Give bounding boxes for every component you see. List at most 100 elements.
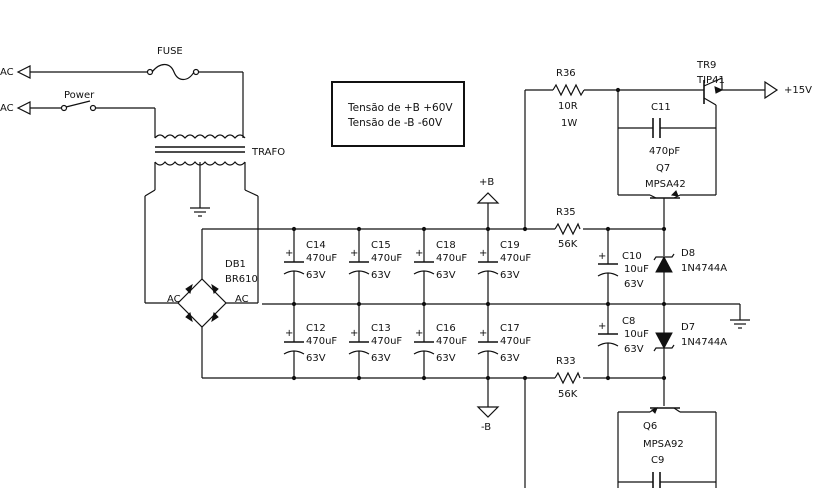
c8-ref: C8 <box>622 316 635 327</box>
q6-part: MPSA92 <box>643 439 684 450</box>
plus-b-terminal: +B <box>476 177 500 232</box>
capacitor-c12: + C12 470uF 63V <box>283 304 337 381</box>
svg-text:+: + <box>415 328 423 339</box>
note-line-2: Tensão de -B -60V <box>347 117 443 129</box>
c15-ref: C15 <box>371 240 391 251</box>
svg-text:+: + <box>598 321 606 332</box>
q7-ref: Q7 <box>656 163 670 174</box>
resistor-r36: R36 10R 1W <box>522 68 700 232</box>
capacitor-c14: + C14 470uF 63V <box>283 226 337 307</box>
capacitor-c9: C9 <box>618 455 716 488</box>
svg-text:+: + <box>415 248 423 259</box>
tr9-ref: TR9 <box>696 60 716 71</box>
svg-text:+: + <box>285 328 293 339</box>
note-line-1: Tensão de +B +60V <box>347 102 453 114</box>
c19-ref: C19 <box>500 240 520 251</box>
c13-voltage: 63V <box>371 353 391 364</box>
c12-voltage: 63V <box>306 353 326 364</box>
minus-b-terminal: -B <box>476 375 500 433</box>
transistor-q7: Q7 MPSA42 <box>617 128 717 229</box>
c16-ref: C16 <box>436 323 456 334</box>
capacitor-c16: + C16 470uF 63V <box>413 304 467 381</box>
svg-text:+: + <box>350 248 358 259</box>
capacitor-c18: + C18 470uF 63V <box>413 226 467 307</box>
ground-rail <box>262 303 750 329</box>
capacitor-c13: + C13 470uF 63V <box>348 304 402 381</box>
transistor-tr9: TR9 TIP41 <box>696 60 765 128</box>
fuse: FUSE <box>146 46 244 138</box>
c19-value: 470uF <box>500 253 531 264</box>
capacitor-c19: + C19 470uF 63V <box>477 229 531 307</box>
r36-ref: R36 <box>556 68 576 79</box>
c18-voltage: 63V <box>436 270 456 281</box>
c15-voltage: 63V <box>371 270 391 281</box>
capacitor-c8: + C8 10uF 63V <box>597 304 649 381</box>
transistor-q6: Q6 MPSA92 <box>524 378 717 488</box>
c9-ref: C9 <box>651 455 664 466</box>
transformer: TRAFO <box>144 134 285 304</box>
plus-b-label: +B <box>479 177 494 188</box>
r36-power: 1W <box>561 118 577 129</box>
c10-value: 10uF <box>624 264 649 275</box>
c12-value: 470uF <box>306 336 337 347</box>
d7-ref: D7 <box>681 322 695 333</box>
q7-part: MPSA42 <box>645 179 686 190</box>
c14-value: 470uF <box>306 253 337 264</box>
c16-voltage: 63V <box>436 353 456 364</box>
c17-ref: C17 <box>500 323 520 334</box>
capacitor-c11: C11 470pF <box>617 90 716 157</box>
c10-voltage: 63V <box>624 279 644 290</box>
svg-text:+: + <box>479 328 487 339</box>
q6-ref: Q6 <box>643 421 657 432</box>
svg-text:+: + <box>598 251 606 262</box>
r33-ref: R33 <box>556 356 576 367</box>
svg-text:+: + <box>479 248 487 259</box>
c17-voltage: 63V <box>500 353 520 364</box>
c14-ref: C14 <box>306 240 326 251</box>
minus-b-label: -B <box>481 422 491 433</box>
d8-ref: D8 <box>681 248 695 259</box>
c12-ref: C12 <box>306 323 326 334</box>
c18-ref: C18 <box>436 240 456 251</box>
r36-value: 10R <box>558 101 578 112</box>
transformer-label: TRAFO <box>251 147 285 158</box>
c18-value: 470uF <box>436 253 467 264</box>
svg-text:+: + <box>350 328 358 339</box>
c16-value: 470uF <box>436 336 467 347</box>
bridge-ac-left: AC <box>167 294 181 305</box>
d7-part: 1N4744A <box>681 337 727 348</box>
voltage-note-box: Tensão de +B +60V Tensão de -B -60V <box>331 81 465 147</box>
c13-value: 470uF <box>371 336 402 347</box>
switch-label: Power <box>64 90 95 101</box>
bridge-ref: DB1 <box>225 259 246 270</box>
power-switch: Power <box>60 90 156 138</box>
r35-value: 56K <box>558 239 578 250</box>
d8-part: 1N4744A <box>681 263 727 274</box>
c10-ref: C10 <box>622 251 642 262</box>
ac-top-label: AC <box>0 67 14 78</box>
c11-value: 470pF <box>649 146 680 157</box>
c8-value: 10uF <box>624 329 649 340</box>
r33-value: 56K <box>558 389 578 400</box>
svg-text:+: + <box>285 248 293 259</box>
c17-value: 470uF <box>500 336 531 347</box>
c13-ref: C13 <box>371 323 391 334</box>
c11-ref: C11 <box>651 102 671 113</box>
tr9-part: TIP41 <box>696 75 725 86</box>
resistor-r35: R35 56K <box>554 207 581 250</box>
r35-ref: R35 <box>556 207 576 218</box>
c15-value: 470uF <box>371 253 402 264</box>
ac-bottom-label: AC <box>0 103 14 114</box>
bridge-part: BR610 <box>225 274 258 285</box>
capacitor-c10: + C10 10uF 63V <box>597 226 649 307</box>
fuse-label: FUSE <box>157 46 183 57</box>
ac-input-top: AC <box>0 65 148 79</box>
zener-d7: D7 1N4744A <box>653 304 727 381</box>
ac-input-bottom: AC <box>0 101 61 115</box>
c8-voltage: 63V <box>624 344 644 355</box>
zener-d8: D8 1N4744A <box>653 226 727 307</box>
capacitor-c15: + C15 470uF 63V <box>348 226 402 307</box>
bridge-rectifier: DB1 BR610 AC AC <box>167 229 258 378</box>
plus-15v-label: +15V <box>784 85 812 96</box>
